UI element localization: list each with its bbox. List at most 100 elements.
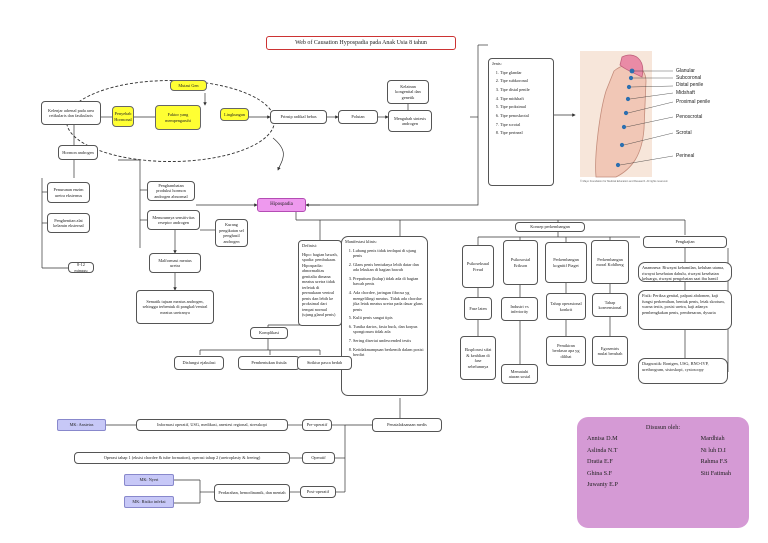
jenis-box: Jenis: Tipe glandar Tipe subkoronal Tipe… [488,58,554,186]
sematik-node: Sematik tujuan meatus androgen, sehingga… [136,290,214,324]
stage-detail-node: Mematuhi aturan sosial [501,364,538,384]
hormon-androgen-node: Hormon androgen [58,145,98,160]
anatomy-label-proximal: Proximal penile [676,99,711,105]
mutasi-gen-node: Mutasi Gen [170,80,207,91]
stage-name-node: Psikososial Erikson [503,240,538,285]
stage-detail-node: Egosentris mulai berubah [592,336,628,366]
author-name: Siti Fatimah [700,469,731,477]
komplikasi-node: Komplikasi [250,327,288,339]
anatomy-label-subcoronal: Subcoronal [676,75,702,81]
penatalaksanaan-node: Penatalaksanaan medis [372,418,442,432]
jenis-item: Tipe midshaft [500,96,550,102]
preop-detail-node: Informasi operatif, USG, medikasi, anest… [136,419,288,431]
jenis-heading: Jenis: [492,61,502,66]
mengubah-sintesis-node: Mengubah sintesis androgen [388,110,432,132]
prinsip-radikal-node: Prinsip radikal bebas [270,110,327,124]
manifestasi-list: Lubang penis tidak terdapat di ujung pen… [345,248,424,362]
author-name: Ghina S.F [587,469,613,477]
manifestasi-item: Glans penis bentuknya lebih datar dan ad… [353,262,424,273]
manifestasi-item: Preputium (kulup) tidak ada di bagian ba… [353,276,424,287]
operatif-detail-node: Operasi tahap 1 (eksisi chordee & tube f… [74,452,290,464]
kurang-pengikatan-node: Kurang pengikatan sel penghasil androgen [215,219,248,247]
manifestasi-item: Ketidakmampuan berkemih dalam posisi ber… [353,347,424,358]
author-name: Juwanty E.P [587,481,618,488]
polutan-node: Polutan [338,110,378,124]
konsep-perkembangan-node: Konsep perkembangan [515,222,585,232]
stage-sub-node: Tahap operasional konkrit [546,293,586,320]
anamnesa-node: Anamnesa: Riwayat kehamilan, keluhan uta… [638,262,732,282]
anatomy-label-distal: Distal penile [676,82,704,88]
anatomy-illustration: Glanular Subcoronal Distal penile Midsha… [576,51,754,191]
definisi-heading: Definisi: [302,243,318,248]
diagnostik-node: Diagnostik: Rontgen, USG, BNO-IVP, ureth… [638,358,728,384]
stage-name-node: Perkembangan kognitif Piaget [545,242,587,283]
komplikasi-item: Disfungsi ejakulasi [174,356,224,370]
jenis-item: Tipe scrotal [500,122,550,128]
malformasi-meatus-node: Malformasi meatus uretra [149,253,201,273]
stage-name-node: Perkembangan moral Kohlberg [591,240,629,284]
mk-ansietas-node: MK: Ansietas [57,419,106,431]
anatomy-label-perineal: Perineal [676,153,695,159]
anatomy-label-penoscrotal: Penoscrotal [676,114,703,120]
diagram-title: Web of Causation Hypospadia pada Anak Us… [266,36,456,50]
credits-heading: Disusun oleh: [645,424,681,431]
credits-panel: Disusun oleh: Annisa D.M Aslinda N.T Dra… [577,417,749,528]
manifestasi-item: Tunika dartos, fasia buck, dan korpus sp… [353,324,424,335]
mk-nyeri-node: MK: Nyeri [124,474,174,486]
hipospadia-node: Hipospadia [257,198,306,212]
author-name: Mardhiah [700,435,725,442]
credits-col-2: Mardhiah Ni luh D.I Rahma F.S Siti Fatim… [701,435,739,493]
post-operatif-node: Post-operatif [300,486,336,498]
menurunnya-sensitivitas-node: Menurunnya sensitivitas reseptor androge… [147,210,200,230]
hambatan-produksi-node: Penghambatan produksi hormon androgen ab… [147,181,195,201]
operatif-node: Operatif [302,452,335,464]
jenis-item: Tipe penoskrotal [500,113,550,119]
jenis-item: Tipe subkoronal [500,78,550,84]
stage-name-node: Psikoseksual Freud [462,245,494,288]
mk-risiko-infeksi-node: MK: Risiko infeksi [124,496,174,508]
manifestasi-box: Manifestasi klinis: Lubang penis tidak t… [341,236,428,396]
manifestasi-item: Ada chordee, jaringan fibrosa yg mengeli… [353,290,424,312]
minggu-node: 8-12 minggu [68,262,94,273]
komplikasi-item: Striktur pasca bedah [297,356,352,370]
kelainan-kongenital-node: Kelainan kongenital dan genetik [387,80,429,104]
komplikasi-item: Pembentukan fistula [238,356,300,370]
jenis-item: Tipe perineal [500,130,550,136]
pengkajian-node: Pengkajian [643,236,727,248]
credits-col-1: Annisa D.M Aslinda N.T Dratia E.F Ghina … [587,435,618,493]
definisi-text: Hipo: bagian bawah, spadia: pembukaan. H… [302,251,338,318]
author-name: Rahma F.S [700,458,728,465]
anatomy-caption: © Mayo Foundation for Medical Education … [580,180,668,183]
definisi-box: Definisi: Hipo: bagian bawah, spadia: pe… [298,240,342,326]
anatomy-label-scrotal: Scrotal [676,130,692,136]
manifestasi-item: Lubang penis tidak terdapat di ujung pen… [353,248,424,259]
author-name: Annisa D.M [587,435,618,442]
jenis-item: Tipe proksimal [500,104,550,110]
postop-detail-node: Perdarahan, hemodinamik, dan mentah [214,484,290,502]
manifestasi-heading: Manifestasi klinis: [345,239,377,244]
jenis-list: Tipe glandar Tipe subkoronal Tipe distal… [492,70,550,140]
pre-operatif-node: Pre-operatif [302,419,332,431]
penis-anatomy-drawing [580,51,674,178]
penyebab-hormonal-node: Penyebab Hormonal [112,106,134,127]
author-name: Dratia E.F [587,458,613,465]
jenis-item: Tipe glandar [500,70,550,76]
stage-sub-node: Industri vs inferiority [501,297,538,321]
penurunan-enzim-node: Penurunan enzim uretra eksternus [47,182,90,203]
author-name: Ni luh D.I [700,446,726,454]
stage-detail-node: Pemikiran berdasar apa yg dilihat [546,336,586,366]
kelenjar-adrenal-node: Kelenjar adrenal pada area retikularis d… [41,101,101,125]
stage-detail-node: Eksplorasi sifat & keahlian di fase sebe… [460,336,496,380]
jenis-item: Tipe distal penile [500,87,550,93]
stage-sub-node: Tahap konvensional [592,293,628,317]
faktor-node: Faktor yang mempengaruhi [155,105,201,130]
penghentian-node: Penghentian alat kelamin eksternal [47,213,90,233]
manifestasi-item: Sering disertai undescended testis [353,338,424,344]
manifestasi-item: Kulit penis sangat tipis [353,315,424,321]
author-name: Aslinda N.T [587,446,618,454]
anatomy-label-glanular: Glanular [676,68,695,74]
lingkungan-node: Lingkungan [220,108,249,121]
anatomy-label-midshaft: Midshaft [676,90,695,96]
stage-sub-node: Fase laten [464,297,492,320]
